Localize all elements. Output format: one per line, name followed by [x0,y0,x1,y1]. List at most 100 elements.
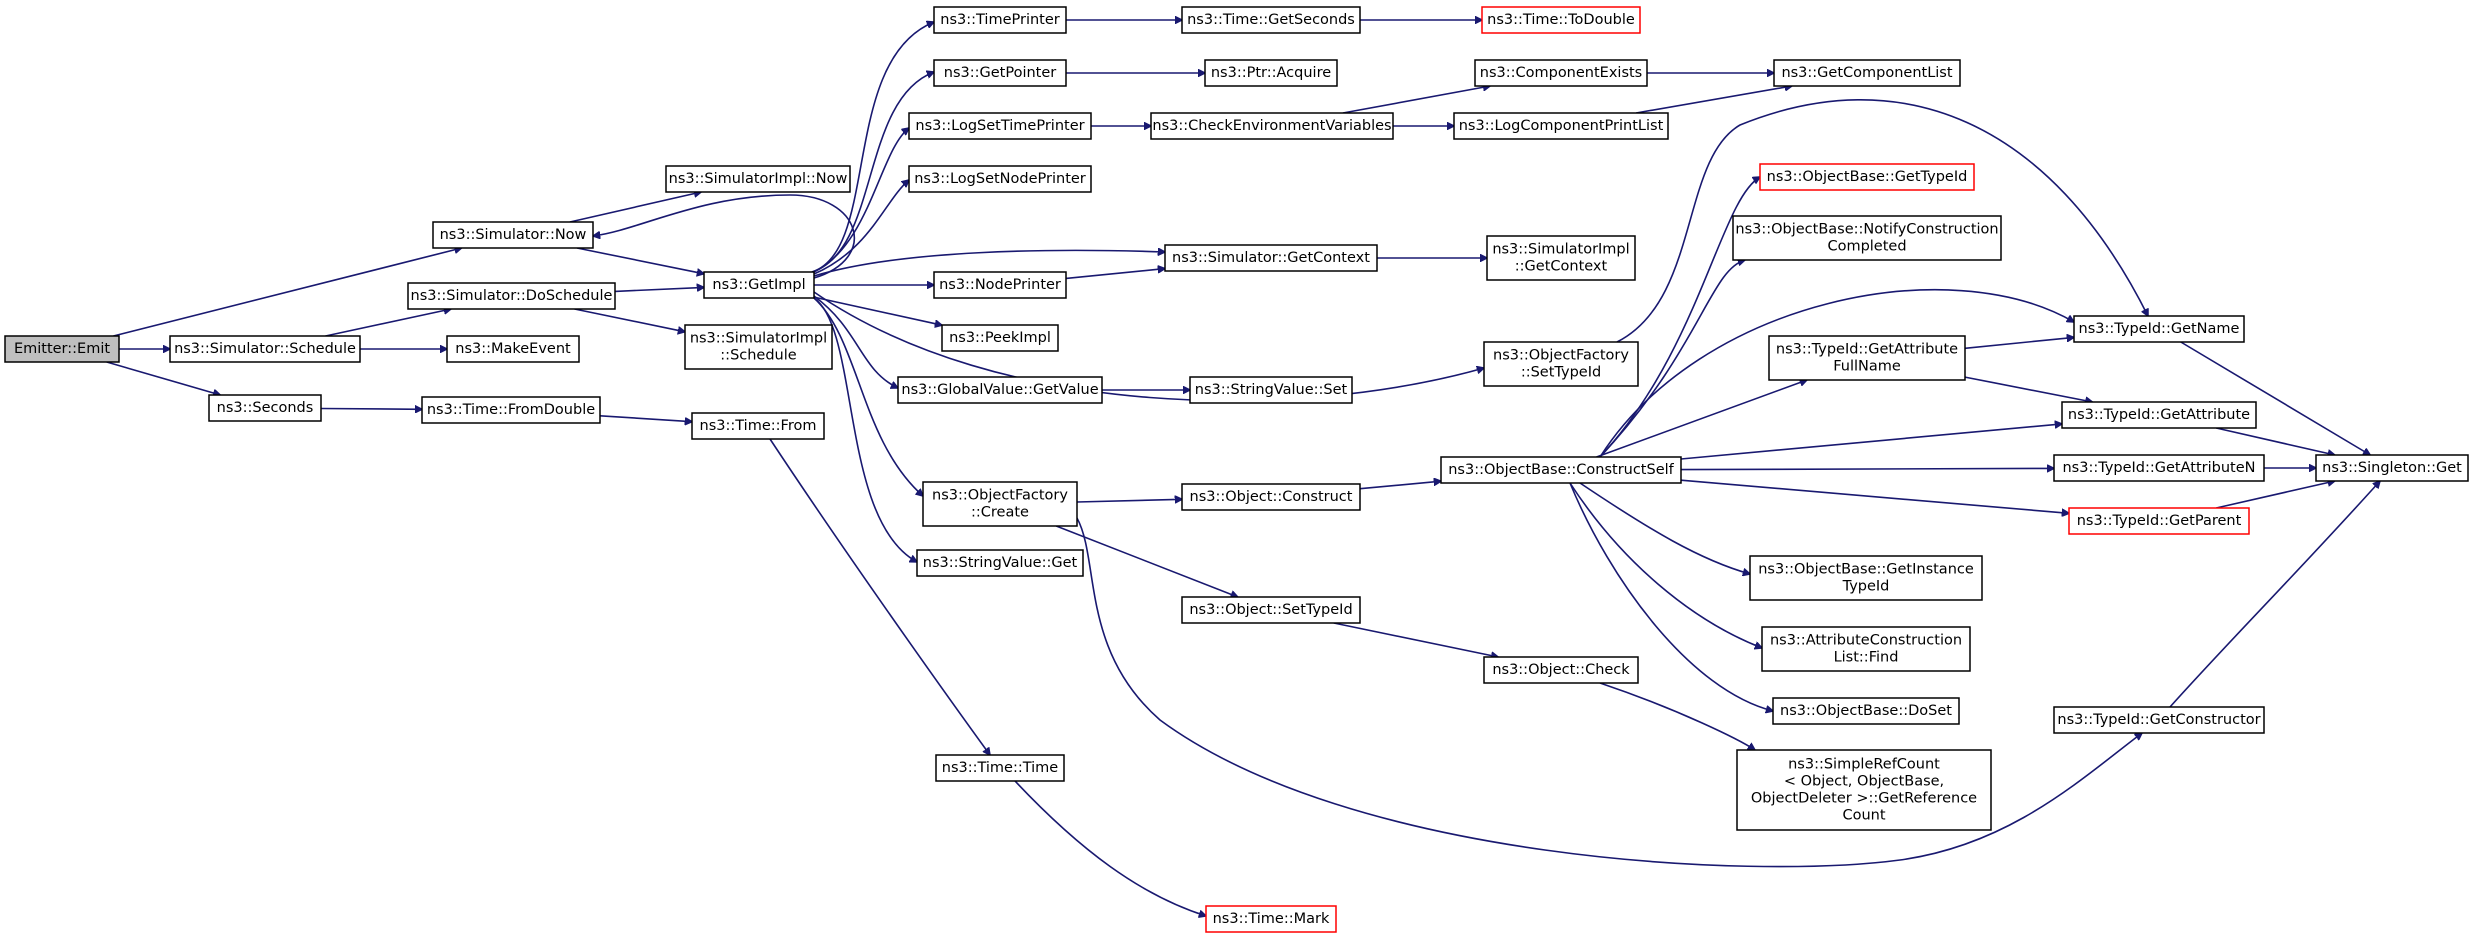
node-label: List::Find [1834,650,1899,666]
node-singleton-get[interactable]: ns3::Singleton::Get [2315,454,2469,482]
node-stringvalue-set[interactable]: ns3::StringValue::Set [1189,376,1353,404]
node-ptr-acquire[interactable]: ns3::Ptr::Acquire [1204,59,1338,87]
edge-objfactory_create-to-object_construct [1076,499,1182,502]
node-objbase-gettypeid[interactable]: ns3::ObjectBase::GetTypeId [1759,163,1975,191]
node-object-settypeid[interactable]: ns3::Object::SetTypeId [1181,596,1361,624]
node-label: ns3::TypeId::GetName [2079,321,2240,337]
node-getcomponentlist[interactable]: ns3::GetComponentList [1773,59,1961,87]
node-box [935,754,1065,782]
node-box [703,271,815,299]
node-objbase-constructself[interactable]: ns3::ObjectBase::ConstructSelf [1440,456,1682,484]
node-box [1483,656,1639,684]
node-label: ::SetTypeId [1521,365,1601,381]
node-getimpl[interactable]: ns3::GetImpl [703,271,815,299]
node-time-getseconds[interactable]: ns3::Time::GetSeconds [1181,6,1361,34]
edge-getimpl-to-peekimpl [813,296,942,325]
node-objbase-doset[interactable]: ns3::ObjectBase::DoSet [1772,697,1960,725]
node-label: ns3::ObjectBase::GetTypeId [1767,169,1968,185]
edge-checkenv-to-componentexists [1342,86,1490,114]
node-box [446,335,580,363]
node-label: ns3::Time::Mark [1213,911,1330,927]
node-box [169,335,361,363]
node-globalvalue-getvalue[interactable]: ns3::GlobalValue::GetValue [897,376,1103,404]
node-seconds[interactable]: ns3::Seconds [208,394,322,422]
node-objfactory-create[interactable]: ns3::ObjectFactory::Create [922,481,1078,527]
node-box [897,376,1103,404]
edge-objbase_constructself-to-objbase_doset [1569,482,1773,711]
node-box [933,6,1067,34]
node-getpointer[interactable]: ns3::GetPointer [933,59,1067,87]
node-label: ns3::CheckEnvironmentVariables [1152,118,1391,134]
node-sim-doschedule[interactable]: ns3::Simulator::DoSchedule [407,282,616,310]
node-time-fromdouble[interactable]: ns3::Time::FromDouble [421,396,601,424]
edge-objbase_constructself-to-typeid_getparent [1680,479,2069,513]
node-label: ns3::Simulator::DoSchedule [411,288,613,304]
node-typeid-getattributen[interactable]: ns3::TypeId::GetAttributeN [2053,454,2265,482]
node-box [684,324,833,370]
node-makeevent[interactable]: ns3::MakeEvent [446,335,580,363]
node-timeprinter[interactable]: ns3::TimePrinter [933,6,1067,34]
edge-sim_doschedule-to-getimpl [614,287,704,293]
node-logsetnodeprinter[interactable]: ns3::LogSetNodePrinter [908,165,1092,193]
node-peekimpl[interactable]: ns3::PeekImpl [941,324,1059,352]
node-label: Emitter::Emit [14,341,110,357]
node-typeid-getparent[interactable]: ns3::TypeId::GetParent [2068,507,2250,535]
node-box [665,165,851,193]
node-time-mark[interactable]: ns3::Time::Mark [1205,905,1337,933]
node-object-construct[interactable]: ns3::Object::Construct [1181,483,1361,511]
node-object-check[interactable]: ns3::Object::Check [1483,656,1639,684]
node-emit[interactable]: Emitter::Emit [4,335,120,363]
node-sim-getcontext[interactable]: ns3::Simulator::GetContext [1164,244,1378,272]
node-label: ns3::SimulatorImpl [690,331,827,347]
node-box [4,335,120,363]
node-time-time[interactable]: ns3::Time::Time [935,754,1065,782]
node-label: FullName [1833,359,1901,375]
node-box [2061,401,2257,429]
node-box [908,165,1092,193]
node-simplerefcount[interactable]: ns3::SimpleRefCount< Object, ObjectBase,… [1736,749,1992,831]
edge-objfactory_create-to-object_settypeid [1055,525,1238,597]
node-objbase-notify[interactable]: ns3::ObjectBase::NotifyConstructionCompl… [1732,215,2002,261]
edge-sim_now-to-getimpl [576,247,704,274]
node-label: ns3::ObjectFactory [1493,348,1629,364]
node-label: ns3::ObjectBase::DoSet [1780,703,1952,719]
edge-typeid_getattribute-to-singleton_get [2216,427,2335,455]
node-label: ns3::ObjectBase::GetInstance [1758,562,1974,578]
edge-objbase_constructself-to-typeid_getname [1599,289,2074,458]
node-box [432,221,594,249]
edge-sim_now-to-simimpl_now [569,192,701,223]
node-label: ns3::AttributeConstruction [1770,633,1962,649]
node-logcomponentprintlist[interactable]: ns3::LogComponentPrintList [1453,112,1669,140]
node-typeid-getname[interactable]: ns3::TypeId::GetName [2073,315,2245,343]
node-time-todouble[interactable]: ns3::Time::ToDouble [1481,6,1641,34]
edge-typeid_getattributefullname-to-typeid_getattribute [1964,376,2092,402]
node-simimpl-schedule[interactable]: ns3::SimulatorImpl::Schedule [684,324,833,370]
node-box [908,112,1092,140]
node-typeid-getconstructor[interactable]: ns3::TypeId::GetConstructor [2053,706,2265,734]
edge-logcomponentprintlist-to-getcomponentlist [1635,86,1792,114]
node-label: ns3::LogSetTimePrinter [915,118,1084,134]
edge-objbase_constructself-to-typeid_getattributefullname [1596,380,1807,458]
node-simimpl-now[interactable]: ns3::SimulatorImpl::Now [665,165,851,193]
node-componentexists[interactable]: ns3::ComponentExists [1474,59,1648,87]
node-sim-now[interactable]: ns3::Simulator::Now [432,221,594,249]
node-typeid-getattribute[interactable]: ns3::TypeId::GetAttribute [2061,401,2257,429]
node-stringvalue-get[interactable]: ns3::StringValue::Get [916,549,1084,577]
node-label: ::GetContext [1515,259,1608,275]
node-logsettimeprinter[interactable]: ns3::LogSetTimePrinter [908,112,1092,140]
node-label: TypeId [1842,579,1890,595]
node-nodeprinter[interactable]: ns3::NodePrinter [933,271,1067,299]
node-simimpl-getcontext[interactable]: ns3::SimulatorImpl::GetContext [1486,235,1636,281]
node-objfactory-settypeid[interactable]: ns3::ObjectFactory::SetTypeId [1483,341,1639,387]
node-label: ns3::Simulator::Schedule [174,341,356,357]
edge-seconds-to-time_fromdouble [320,409,422,410]
node-time-from[interactable]: ns3::Time::From [691,412,825,440]
node-box [941,324,1059,352]
node-checkenv[interactable]: ns3::CheckEnvironmentVariables [1150,112,1394,140]
edge-getimpl-to-objfactory_create [813,297,923,496]
node-label: ns3::Object::Check [1492,662,1630,678]
node-sim-schedule[interactable]: ns3::Simulator::Schedule [169,335,361,363]
